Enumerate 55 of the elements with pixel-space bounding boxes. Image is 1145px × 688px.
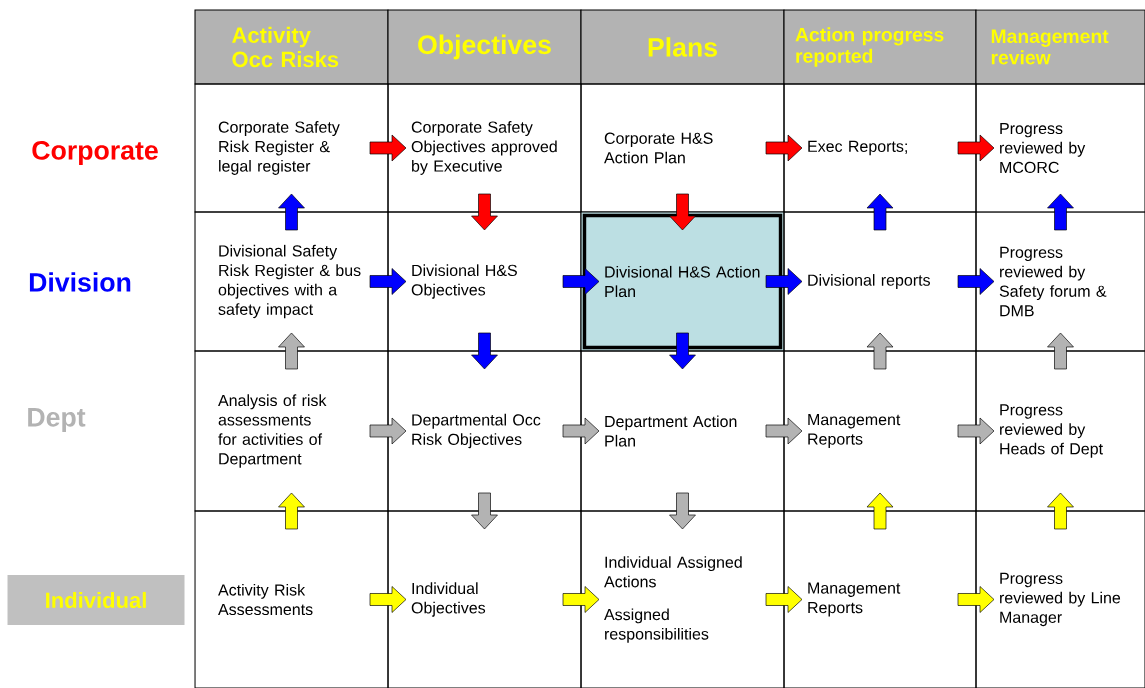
grid-cell: Divisional H&S Objectives xyxy=(387,211,582,352)
block-arrow xyxy=(765,586,803,613)
block-arrow xyxy=(471,332,498,370)
block-arrow xyxy=(562,268,600,295)
block-arrow xyxy=(669,332,696,370)
block-arrow xyxy=(369,134,407,162)
block-arrow xyxy=(562,417,600,445)
block-arrow xyxy=(369,268,407,295)
block-arrow xyxy=(278,193,305,231)
row-label-box: Individual xyxy=(7,575,185,625)
block-arrow xyxy=(1047,492,1074,530)
grid-cell: Departmental Occ Risk Objectives xyxy=(387,350,582,512)
block-arrow xyxy=(369,417,407,445)
column-header: Objectives xyxy=(387,9,582,85)
block-arrow xyxy=(957,268,995,295)
block-arrow xyxy=(866,492,894,530)
grid-cell: Management Reports xyxy=(783,350,977,512)
block-arrow xyxy=(866,332,894,370)
grid-cell: Corporate H&S Action Plan xyxy=(580,83,785,213)
block-arrow xyxy=(562,586,600,613)
block-arrow xyxy=(765,134,803,162)
grid-cell: Divisional reports xyxy=(783,211,977,352)
block-arrow xyxy=(957,134,995,162)
column-header: Plans xyxy=(580,9,785,85)
block-arrow xyxy=(1047,193,1074,231)
block-arrow xyxy=(866,193,894,231)
grid-cell: Individual Assigned Actions Assigned responsibilities xyxy=(580,510,785,688)
block-arrow xyxy=(669,492,696,530)
block-arrow xyxy=(765,268,803,295)
block-arrow xyxy=(471,492,498,530)
block-arrow xyxy=(957,417,995,445)
column-header: Activity Occ Risks xyxy=(194,9,389,85)
grid-cell: Corporate Safety Risk Register & legal register xyxy=(194,83,389,213)
grid-cell: Corporate Safety Objectives approved by Executive xyxy=(387,83,582,213)
block-arrow xyxy=(471,193,498,231)
grid-cell: Management Reports xyxy=(783,510,977,688)
grid-cell: Department Action Plan xyxy=(580,350,785,512)
grid-cell: Divisional Safety Risk Register & bus objectives with a safety impact xyxy=(194,211,389,352)
row-label: Division xyxy=(29,272,131,292)
grid-cell: Individual Objectives xyxy=(387,510,582,688)
block-arrow xyxy=(957,586,995,613)
block-arrow xyxy=(1047,332,1074,370)
row-label: Dept xyxy=(28,408,86,432)
grid-cell: Exec Reports; xyxy=(783,83,977,213)
column-header: Management review xyxy=(975,9,1145,85)
block-arrow xyxy=(765,417,803,445)
column-header: Action progress reported xyxy=(783,9,977,85)
grid-cell: Analysis of risk assessments for activities of Department xyxy=(194,350,389,512)
block-arrow xyxy=(669,193,696,231)
grid-cell: Activity Risk Assessments xyxy=(194,510,389,688)
block-arrow xyxy=(369,586,407,613)
block-arrow xyxy=(278,492,305,530)
row-label: Corporate xyxy=(32,140,158,166)
block-arrow xyxy=(278,332,305,370)
highlighted-cell: Divisional H&S Action Plan xyxy=(580,211,785,352)
